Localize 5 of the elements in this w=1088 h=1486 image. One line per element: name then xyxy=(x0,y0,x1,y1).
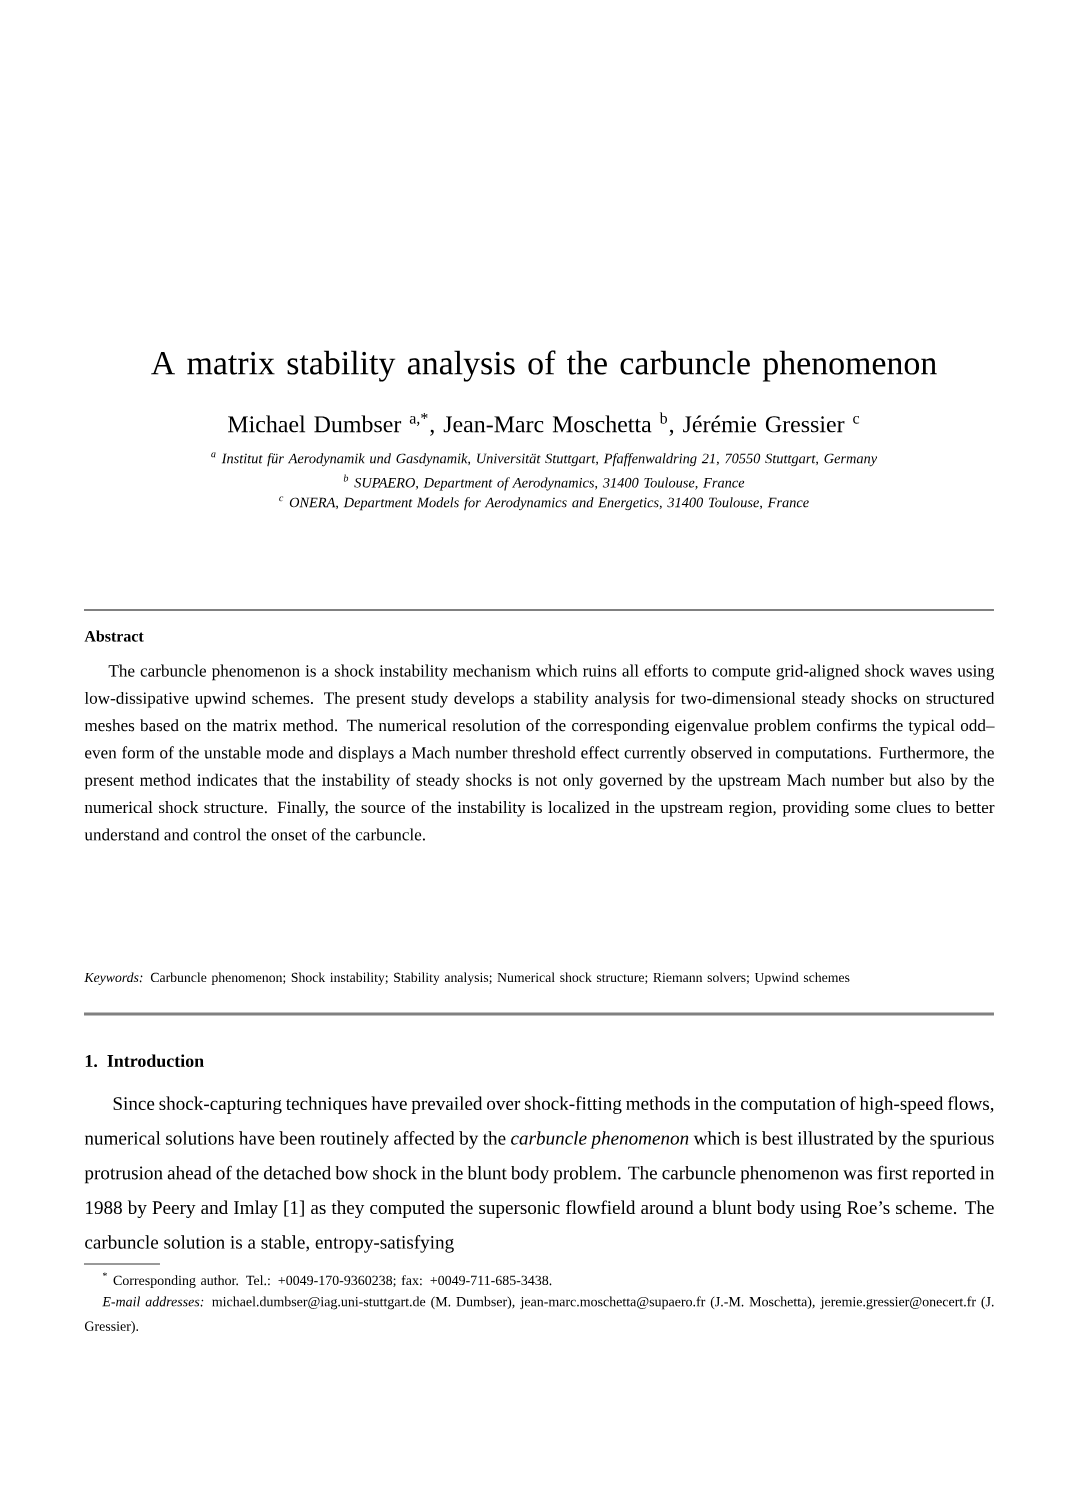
body-paragraph: Since shock-capturing techniques have prevailed over shock-fitting methods in the computation of high-speed flows, numerical solutions have been routinely affected by the carbuncle phenomenon which is best illustrated by the spurious protrusion ahead of the detached bow shock in the blunt body problem. The carbuncle phenomenon was first reported in 1988 by Peery and Imlay [1] as they computed the supersonic flowfield around a blunt body using Roe’s scheme. The carbuncle solution is a stable, entropy-satisfying xyxy=(84,1096,995,1253)
author-line: Michael Dumbser $^{a,*}$, Jean-Marc Moschetta $^{b}$, Jérémie Gressier $^{c}$ xyxy=(228,412,860,436)
abstract-paragraph: The carbuncle phenomenon is a shock instability mechanism which ruins all efforts to compute grid-aligned shock waves using low-dissipative upwind schemes. The present study develops a stability analysis for two-dimensional steady shocks on structured meshes based on the matrix method. The numerical resolution of the corresponding eigenvalue problem confirms the typical odd–even form of the unstable mode and displays a Mach number threshold effect currently observed in computations. Furthermore, the present method indicates that the instability of steady shocks is not only governed by the upstream Mach number but also by the numerical shock structure. Finally, the source of the instability is localized in the upstream region, providing some clues to better understand and control the onset of the carbuncle. xyxy=(84,664,995,841)
section-heading: 1. Introduction xyxy=(85,1054,204,1068)
title: A matrix stability analysis of the carbuncle phenomenon xyxy=(151,350,937,382)
